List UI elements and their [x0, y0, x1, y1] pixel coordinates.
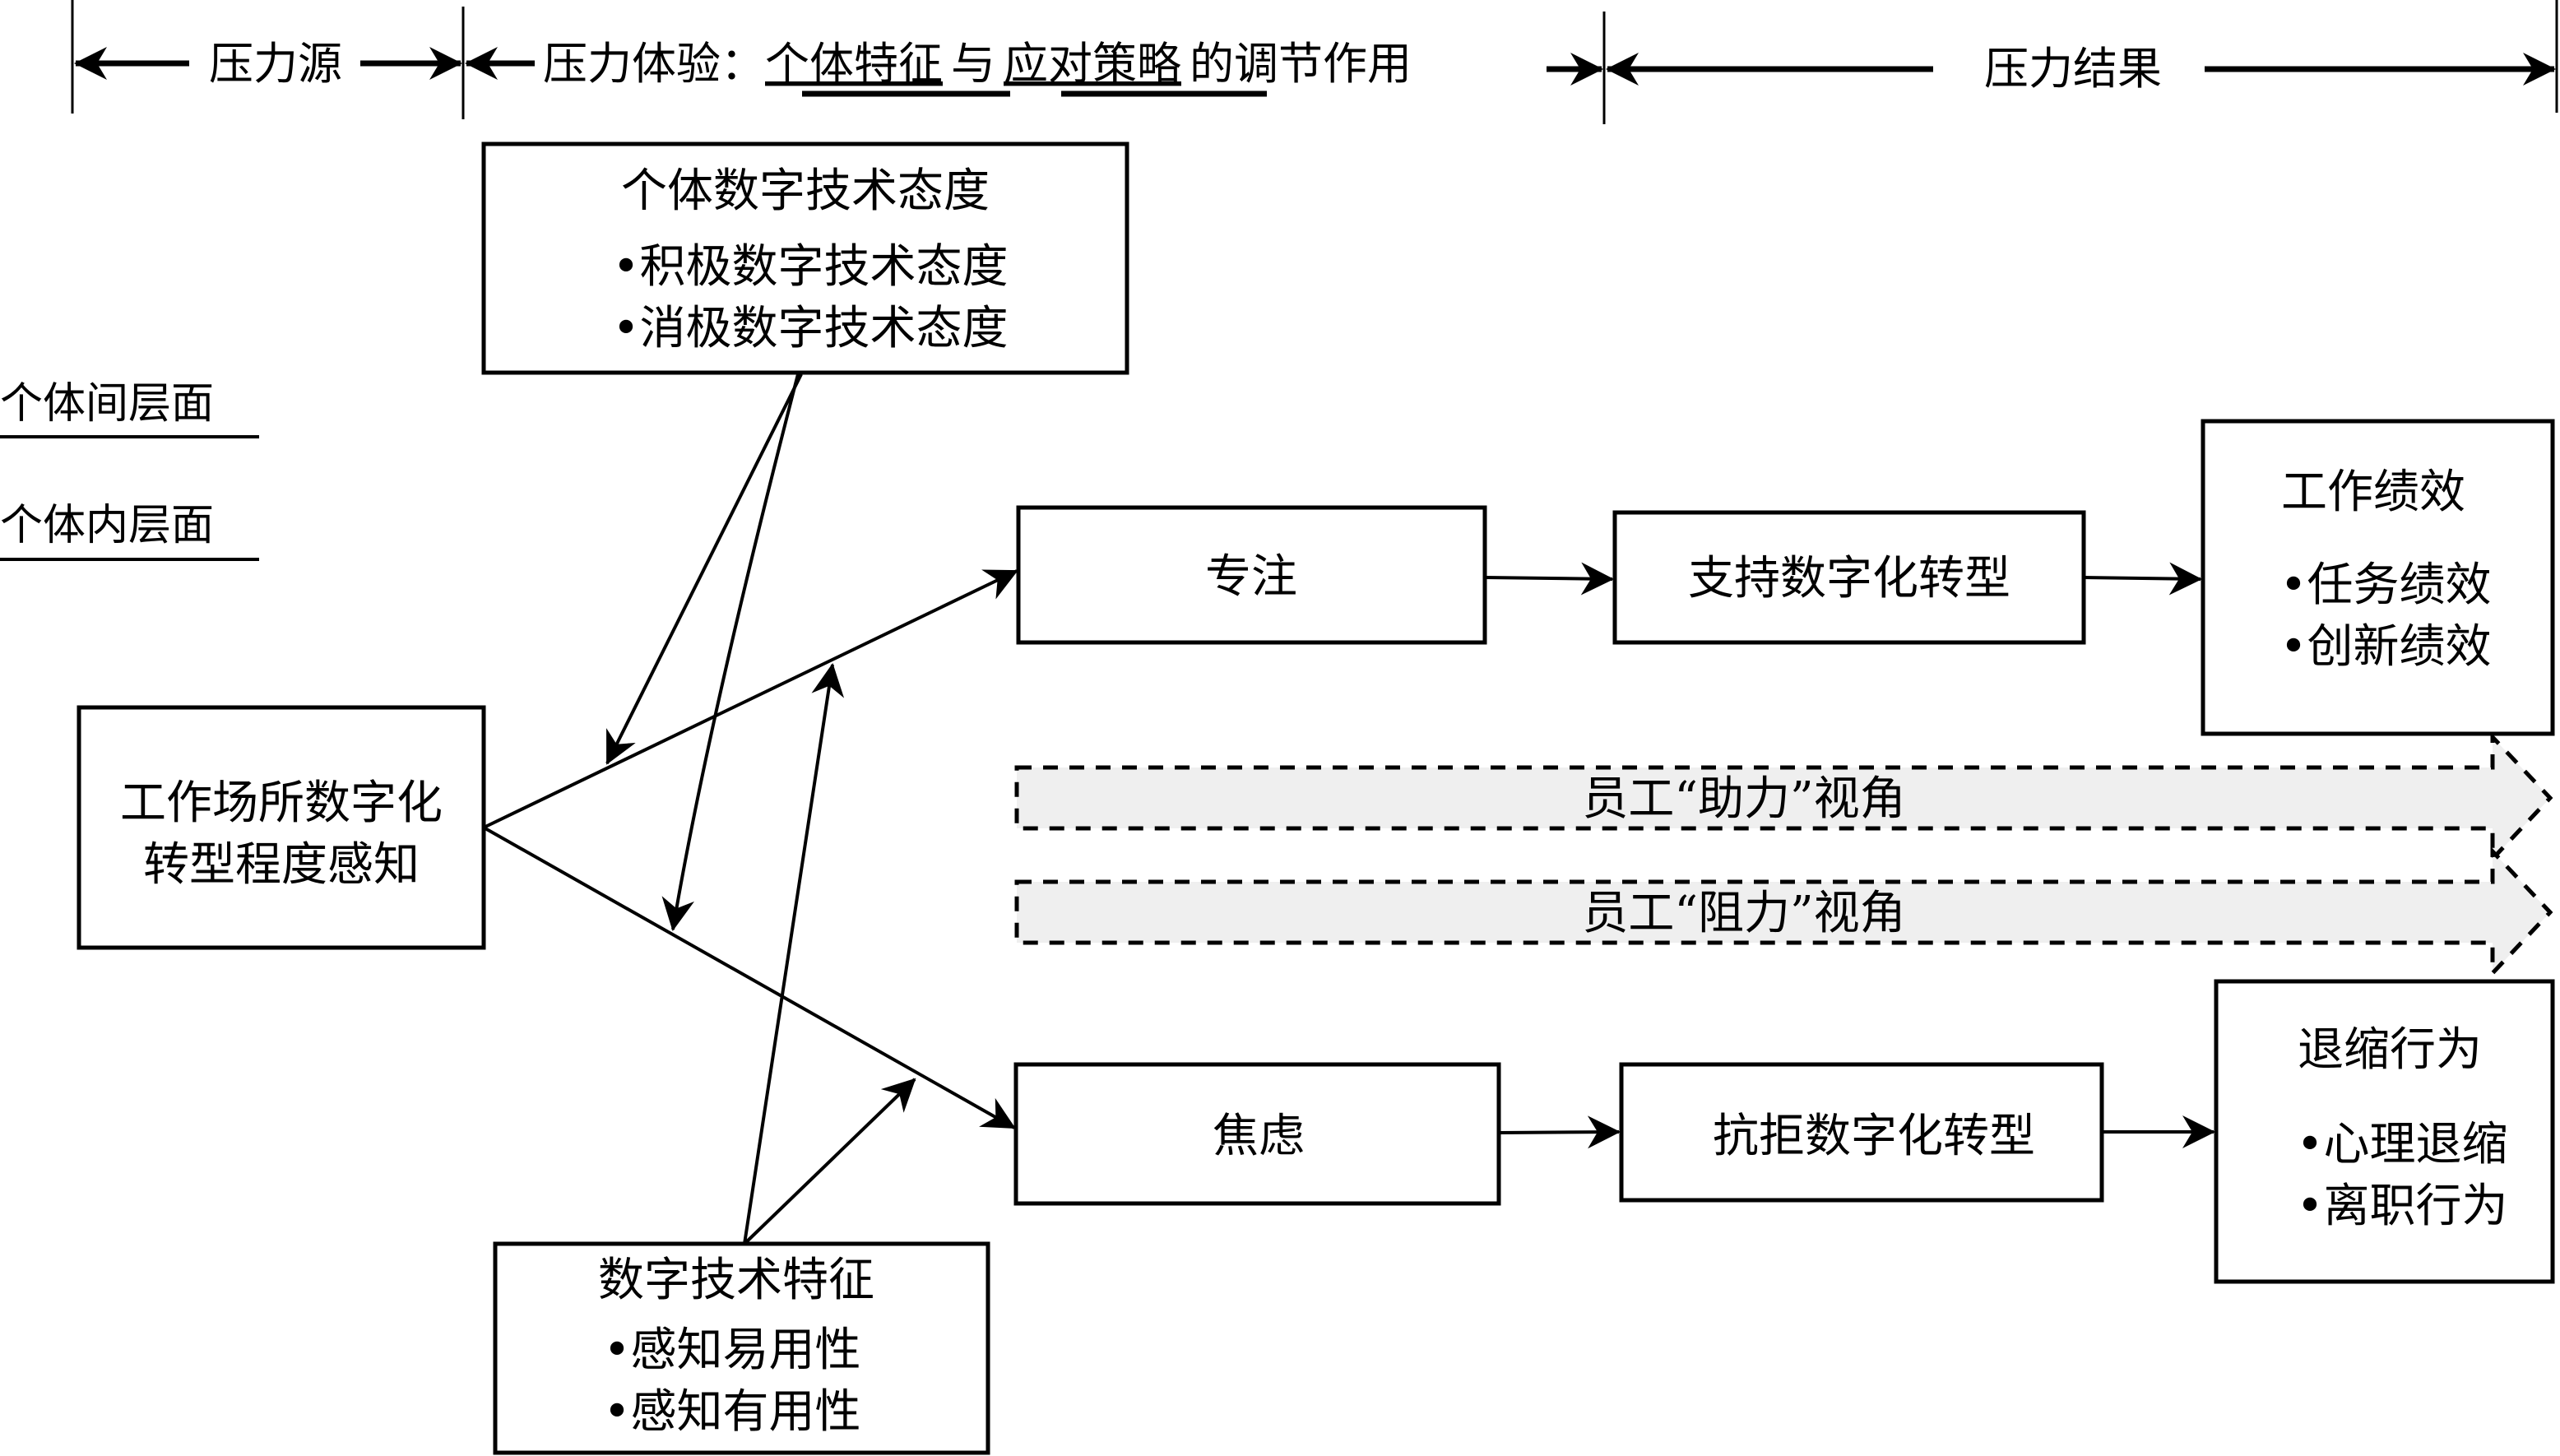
perception-line-1: 工作场所数字化 — [120, 777, 443, 830]
perception-line-2: 转型程度感知 — [143, 838, 420, 892]
node-work-performance: 工作绩效 •任务绩效 •创新绩效 — [2201, 419, 2555, 736]
node-focus: 专注 — [1016, 505, 1487, 645]
arrow-support-to-performance — [2083, 562, 2202, 596]
arrow-focus-to-support — [1484, 562, 1614, 596]
perspective-resistance-arrow: 员工“阻力”视角 — [1014, 846, 2553, 979]
support-label: 支持数字化转型 — [1688, 552, 2010, 605]
perspective-resistance-label: 员工“阻力”视角 — [1582, 887, 1905, 940]
tech-title: 数字技术特征 — [598, 1254, 874, 1307]
withdrawal-title: 退缩行为 — [2298, 1023, 2482, 1077]
stage-header: 压力源 压力体验：个体特征与应对策略的调节作用 压力结果 — [71, 0, 2558, 124]
resist-label: 抗拒数字化转型 — [1713, 1110, 2035, 1163]
node-anxiety: 焦虑 — [1013, 1062, 1501, 1206]
node-individual-attitude: 个体数字技术态度 •积极数字技术态度 •消极数字技术态度 — [481, 141, 1129, 375]
withdrawal-item-turnover: •离职行为 — [2296, 1180, 2507, 1233]
stage-experience-label: 压力体验：个体特征与应对策略的调节作用 — [543, 38, 1412, 90]
level-inter-label: 个体间层面 — [0, 379, 214, 429]
node-digital-tech-characteristics: 数字技术特征 •感知易用性 •感知有用性 — [493, 1241, 990, 1455]
arrow-perception-to-anxiety — [483, 826, 1016, 1129]
arrow-tech-to-focus-path — [743, 663, 845, 1245]
stage-source-label: 压力源 — [209, 38, 342, 90]
experience-part1: 个体特征 — [765, 38, 943, 90]
withdrawal-item-psychological: •心理退缩 — [2296, 1118, 2507, 1171]
attitude-item-positive: •积极数字技术态度 — [612, 240, 1008, 294]
experience-part2: 应对策略 — [1004, 38, 1181, 90]
level-labels: 个体间层面 个体内层面 — [0, 379, 259, 561]
stage-outcome-label: 压力结果 — [1984, 43, 2162, 95]
arrow-attitude-to-focus-path — [605, 373, 803, 765]
arrow-anxiety-to-resist — [1498, 1115, 1621, 1149]
focus-label: 专注 — [1205, 550, 1297, 604]
node-support-digital-transformation: 支持数字化转型 — [1612, 510, 2086, 645]
node-workplace-digitalization-perception: 工作场所数字化 转型程度感知 — [77, 705, 486, 950]
connectors — [483, 373, 2215, 1245]
attitude-item-negative: •消极数字技术态度 — [612, 302, 1008, 355]
node-resist-digital-transformation: 抗拒数字化转型 — [1619, 1062, 2104, 1203]
level-intra-label: 个体内层面 — [0, 501, 214, 550]
perspective-help-arrow: 员工“助力”视角 — [1014, 731, 2553, 865]
attitude-title: 个体数字技术态度 — [621, 165, 990, 218]
arrow-tech-to-anxiety-path — [743, 1078, 916, 1245]
tech-item-ease-of-use: •感知易用性 — [603, 1324, 860, 1377]
arrow-perception-to-focus — [483, 569, 1018, 829]
node-withdrawal-behavior: 退缩行为 •心理退缩 •离职行为 — [2214, 979, 2555, 1284]
performance-title: 工作绩效 — [2281, 466, 2465, 519]
anxiety-label: 焦虑 — [1213, 1110, 1305, 1163]
performance-item-task: •任务绩效 — [2279, 559, 2491, 612]
perspective-help-label: 员工“助力”视角 — [1582, 772, 1905, 826]
arrow-attitude-to-anxiety-path — [661, 373, 800, 931]
tech-item-usefulness: •感知有用性 — [603, 1385, 860, 1439]
performance-item-innovation: •创新绩效 — [2279, 620, 2491, 674]
